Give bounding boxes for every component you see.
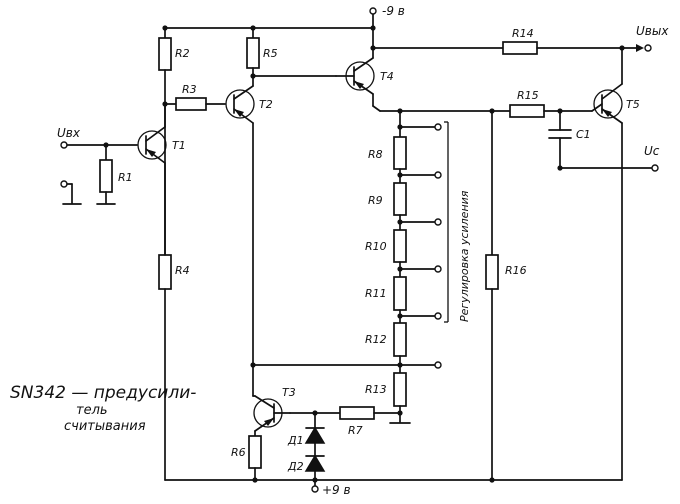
tap-terminal-3[interactable] — [434, 218, 442, 226]
supply-plus-label: +9 в — [322, 483, 351, 497]
label-r13: R13 — [365, 383, 387, 396]
resistor-r8 — [393, 136, 407, 170]
resistor-r6 — [248, 435, 262, 469]
output-c-label: Uс — [644, 144, 660, 158]
gain-control-label: Регулировка усиления — [458, 190, 471, 322]
label-t3: T3 — [282, 386, 296, 399]
label-r5: R5 — [263, 47, 278, 60]
transistor-t2 — [225, 85, 255, 124]
transistor-t5 — [591, 47, 623, 481]
top-rail — [164, 7, 377, 51]
supply-minus-terminal[interactable] — [369, 7, 377, 15]
capacitor-c1 — [548, 110, 659, 172]
resistor-r12 — [393, 322, 407, 357]
tap-terminal-1[interactable] — [434, 123, 442, 131]
resistor-r1 — [99, 159, 113, 193]
transistor-t3 — [252, 395, 291, 432]
transistor-t1 — [137, 103, 167, 256]
resistor-r10 — [393, 229, 407, 263]
label-r1: R1 — [118, 171, 133, 184]
label-t2: T2 — [259, 98, 273, 111]
tap-terminal-4[interactable] — [434, 265, 442, 273]
supply-plus-terminal[interactable] — [311, 485, 319, 493]
r3-branch — [164, 97, 226, 111]
label-r2: R2 — [175, 47, 190, 60]
caption-line3: считывания — [64, 419, 146, 434]
gain-ladder — [389, 110, 449, 424]
r14-branch — [372, 41, 652, 55]
resistor-r14 — [502, 41, 538, 55]
label-r7: R7 — [348, 424, 363, 437]
label-t1: T1 — [172, 139, 186, 152]
base-network — [289, 406, 401, 420]
resistor-r9 — [393, 182, 407, 216]
r5-column — [246, 27, 442, 397]
left-column — [158, 25, 172, 481]
label-t4: T4 — [380, 70, 394, 83]
diode-stack — [304, 412, 326, 481]
resistor-r2 — [158, 37, 172, 71]
resistor-r15 — [509, 104, 545, 118]
r16-column — [485, 110, 499, 481]
output-terminal[interactable] — [644, 44, 652, 52]
caption-line2: тель — [76, 403, 108, 418]
resistor-r13 — [393, 372, 407, 407]
tap-terminal-6[interactable] — [434, 361, 442, 369]
label-t5: T5 — [626, 98, 640, 111]
label-r8: R8 — [368, 148, 383, 161]
bottom-rail — [164, 477, 623, 493]
resistor-r11 — [393, 276, 407, 311]
resistor-r3 — [175, 97, 207, 111]
label-c1: C1 — [576, 128, 591, 141]
caption-line1: SN342 — предусили- — [10, 383, 196, 403]
label-r12: R12 — [365, 333, 387, 346]
input-terminal[interactable] — [60, 141, 68, 149]
input-stage — [60, 141, 138, 205]
tap-terminal-5[interactable] — [434, 312, 442, 320]
label-d2: Д2 — [287, 460, 304, 473]
resistor-r5 — [246, 37, 260, 69]
emitter-line — [379, 104, 593, 118]
output-c-terminal[interactable] — [651, 164, 659, 172]
label-r15: R15 — [517, 89, 539, 102]
resistor-r4 — [158, 254, 172, 290]
label-r3: R3 — [182, 83, 197, 96]
label-r6: R6 — [231, 446, 246, 459]
input-label: Uвх — [57, 126, 81, 140]
supply-minus-label: -9 в — [382, 4, 405, 18]
output-label: Uвых — [636, 24, 669, 38]
label-r16: R16 — [505, 264, 527, 277]
ground-terminal[interactable] — [60, 180, 68, 188]
resistor-r16 — [485, 254, 499, 290]
label-r4: R4 — [175, 264, 190, 277]
label-d1: Д1 — [287, 434, 304, 447]
label-r9: R9 — [368, 194, 383, 207]
transistor-t4 — [335, 47, 381, 112]
label-r10: R10 — [365, 240, 387, 253]
resistor-r7 — [339, 406, 375, 420]
label-r11: R11 — [365, 287, 387, 300]
r6-column — [248, 430, 262, 481]
label-r14: R14 — [512, 27, 534, 40]
tap-terminal-2[interactable] — [434, 171, 442, 179]
